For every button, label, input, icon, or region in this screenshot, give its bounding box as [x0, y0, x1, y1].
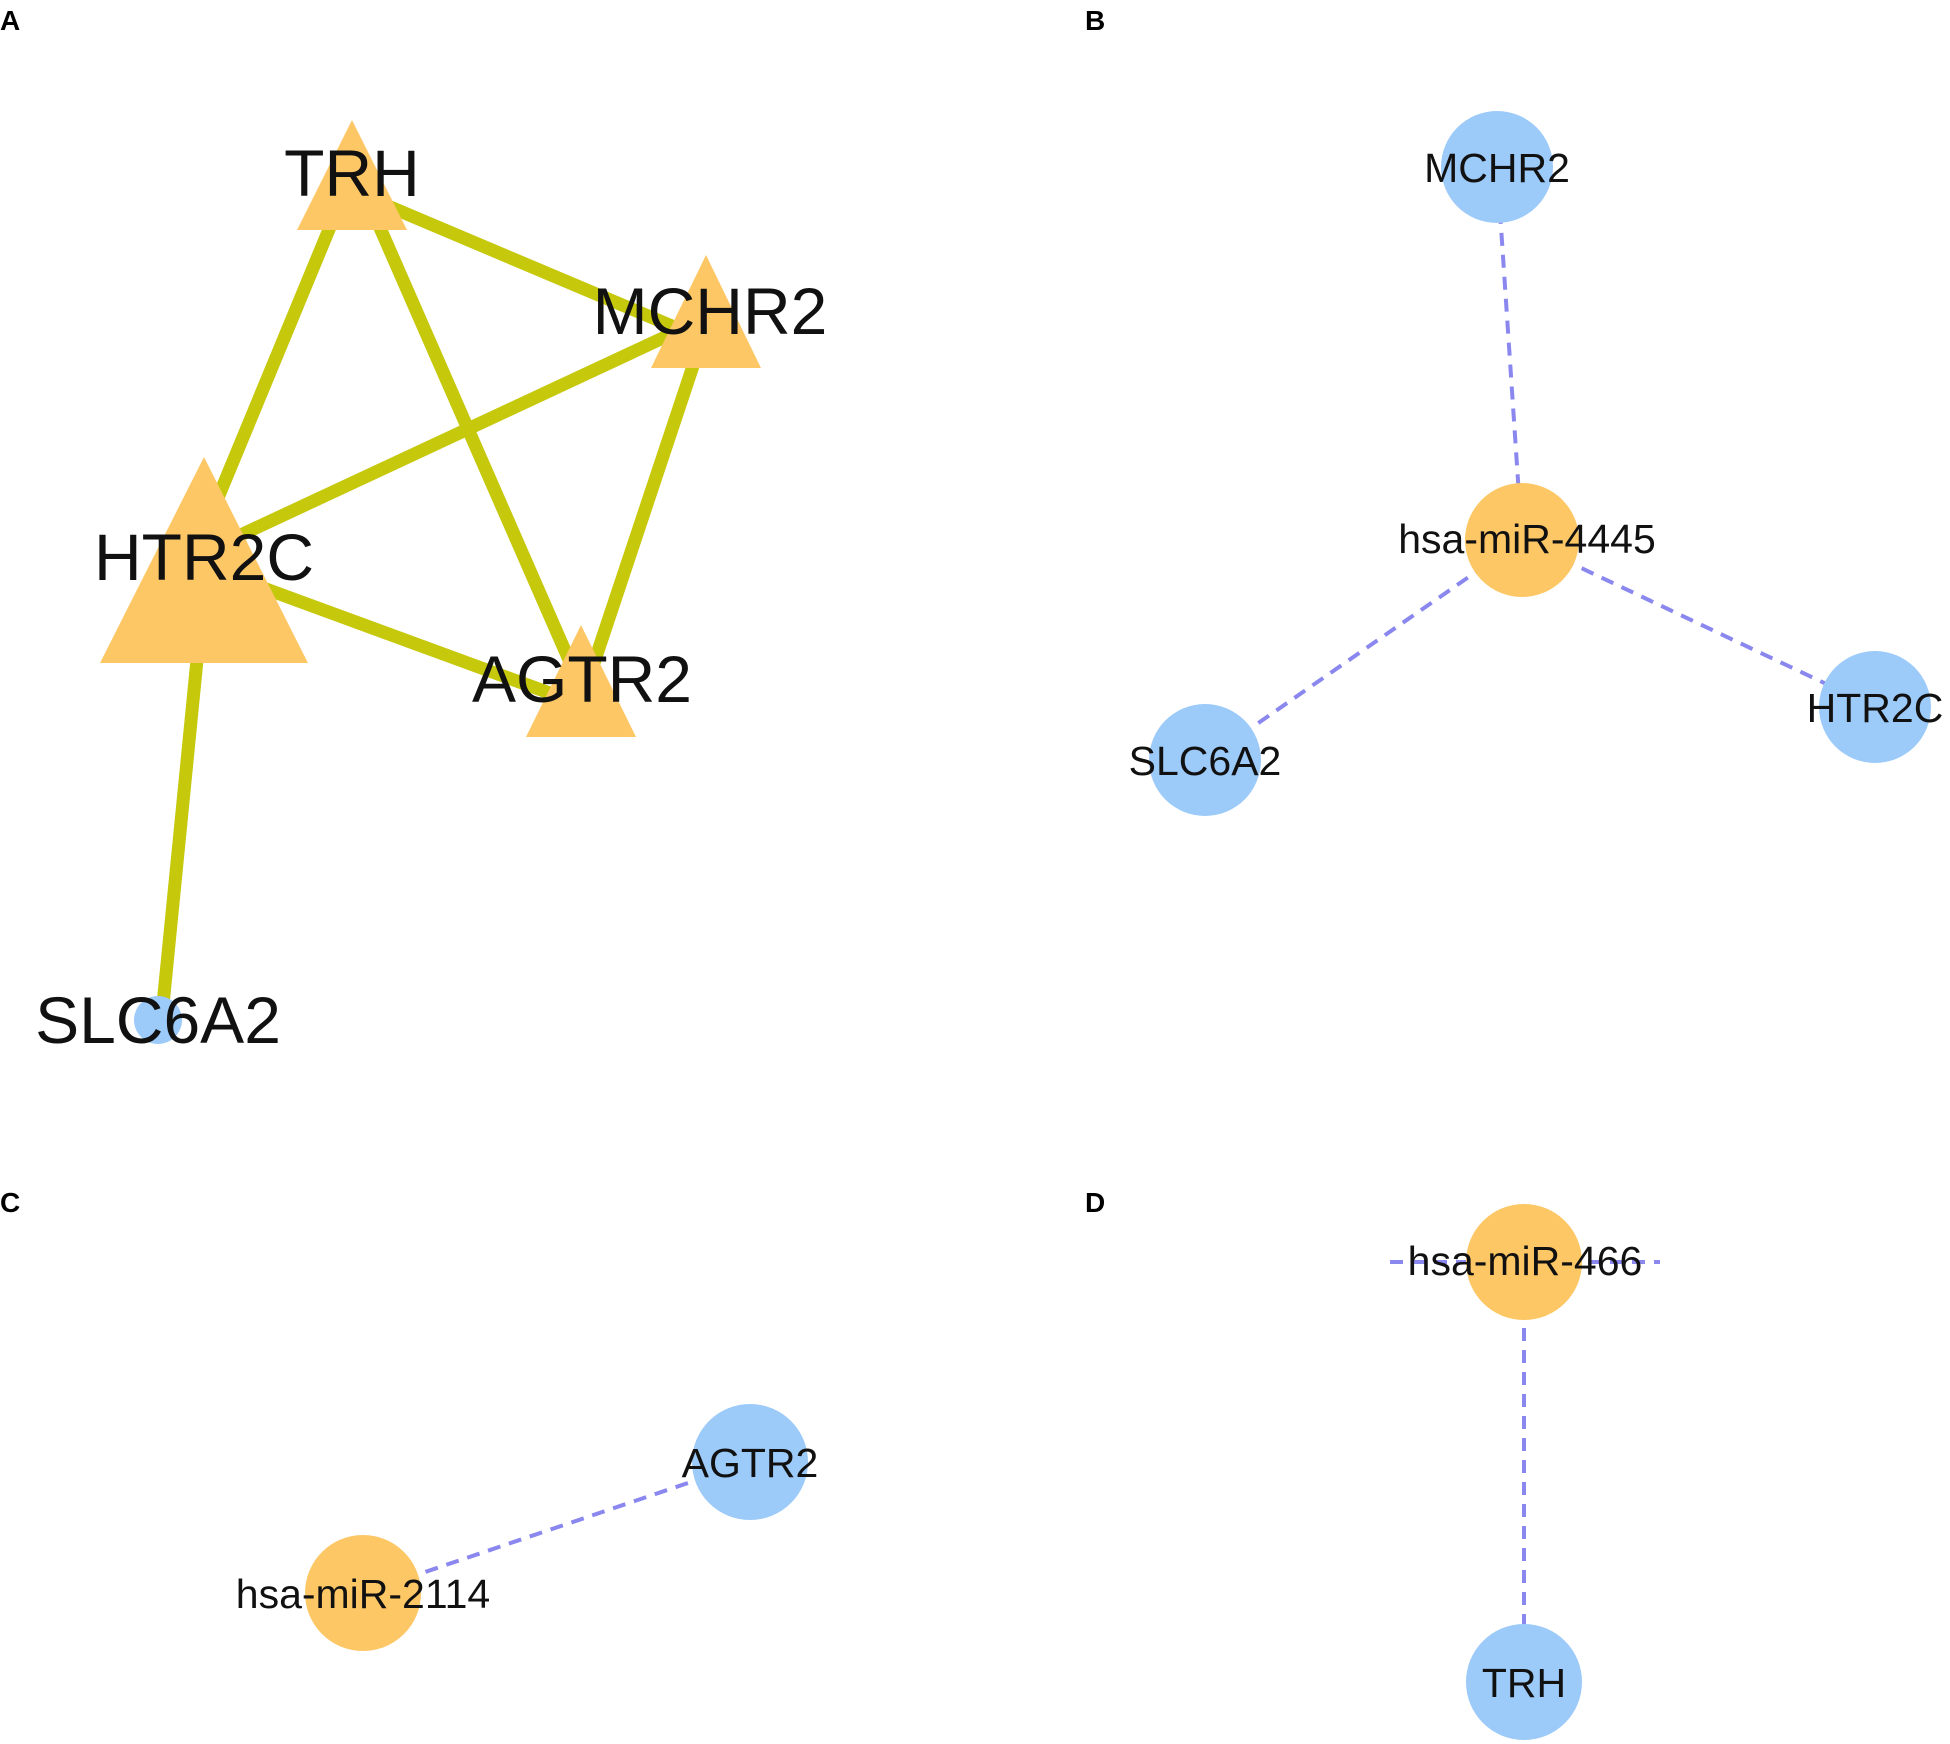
node-label-mir2114: hsa-miR-2114 [236, 1571, 490, 1617]
node-mir4445-circle [1465, 483, 1579, 597]
edge-mchr2-agtr2 [578, 342, 707, 693]
edge-htr2c-agtr2 [252, 578, 558, 702]
node-trh-triangle [297, 120, 407, 230]
node-mchr2-circle [1441, 111, 1553, 223]
panel-c: C AGTR2 hsa-miR-2114 [0, 1187, 818, 1651]
node-label-mir466: hsa-miR-466 [1408, 1238, 1643, 1284]
edge-trh-htr2c [208, 212, 342, 508]
node-mir466-circle [1466, 1204, 1582, 1320]
panel-label-c: C [0, 1187, 20, 1218]
node-htr2c-circle [1819, 651, 1931, 763]
panel-d: D hsa-miR-466 TRH [1085, 1187, 1660, 1740]
panel-a: A TRH MCHR2 HTR2C AGTR2 SLC6A2 [0, 5, 827, 1057]
node-mchr2-triangle [651, 255, 761, 368]
edge-trh-mchr2 [347, 184, 708, 346]
node-label-slc6a2: SLC6A2 [1129, 738, 1282, 784]
edge-mir2114-agtr2 [362, 1460, 751, 1595]
node-label-htr2c: HTR2C [94, 520, 314, 594]
node-trh-circle [1466, 1624, 1582, 1740]
node-mir2114-circle [305, 1535, 421, 1651]
node-htr2c-triangle [100, 457, 308, 663]
node-agtr2-circle [692, 1404, 808, 1520]
node-slc6a2-circle [134, 996, 182, 1044]
node-label-agtr2: AGTR2 [682, 1440, 819, 1486]
edge-mir4445-slc6a2 [1203, 538, 1524, 762]
edge-htr2c-slc6a2 [153, 659, 204, 1036]
node-agtr2-triangle [526, 625, 636, 737]
edge-htr2c-mchr2 [227, 324, 683, 546]
edge-mir4445-htr2c [1521, 538, 1876, 709]
edge-trh-agtr2 [364, 202, 586, 688]
node-label-mir4445: hsa-miR-4445 [1398, 516, 1656, 562]
node-label-mchr2: MCHR2 [1424, 145, 1570, 191]
node-label-agtr2: AGTR2 [472, 642, 692, 716]
node-label-mchr2: MCHR2 [593, 274, 828, 348]
panel-label-d: D [1085, 1187, 1105, 1218]
panel-b: B MCHR2 hsa-miR-4445 SLC6A2 HTR2C [1085, 5, 1943, 816]
node-label-htr2c: HTR2C [1807, 685, 1944, 731]
edge-mir4445-mchr2 [1495, 166, 1524, 541]
panel-label-a: A [0, 5, 20, 36]
node-label-trh: TRH [284, 136, 420, 210]
node-label-trh: TRH [1482, 1660, 1566, 1706]
node-slc6a2-circle [1149, 704, 1261, 816]
panel-label-b: B [1085, 5, 1105, 36]
node-label-slc6a2: SLC6A2 [35, 983, 281, 1057]
